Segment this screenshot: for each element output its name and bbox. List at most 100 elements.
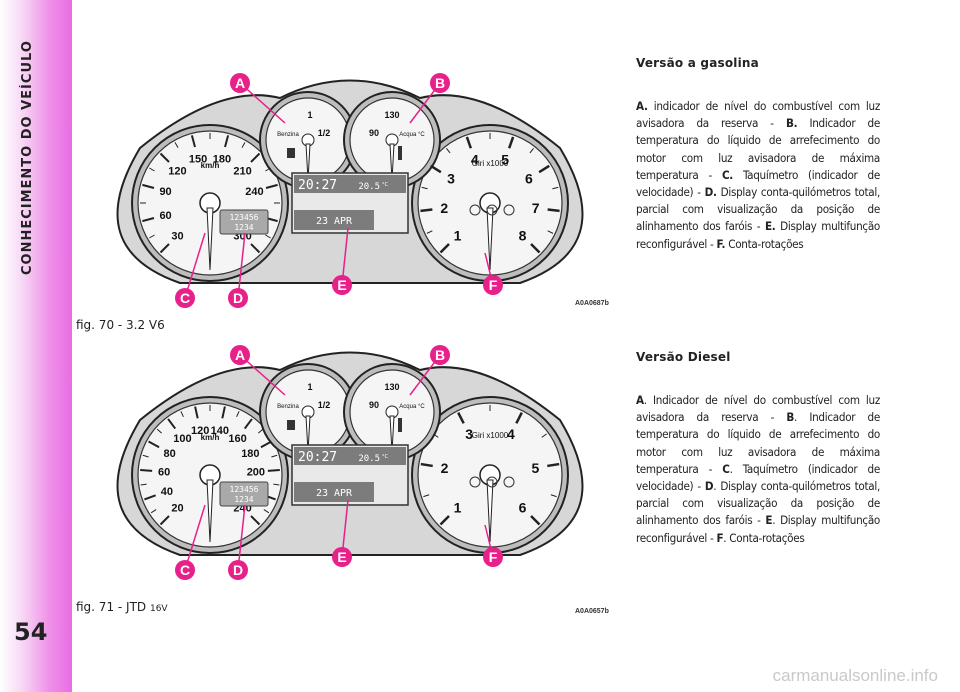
item-text: . Taquímetro (indicador de velocidade) - [636,461,880,494]
display-date: 23 APR [316,488,353,499]
speedometer-tick-label: 100 [173,433,191,445]
speedometer-tick [140,469,153,472]
thermometer-icon [398,146,402,160]
speedometer-tick-label: 60 [159,210,171,222]
text-block-diesel: Versão Diesel A. Indicador de nível do c… [636,350,880,547]
item-text: . Indicador de nível do combustível com … [636,393,880,425]
item-text: . Conta-rotações [723,530,805,545]
speed-unit: km/h [201,161,220,170]
warning-light-icon [469,476,481,488]
item-text: Display multifunção reconfigurável - [636,219,880,251]
caption-small: 16V [149,604,168,614]
speed-unit: km/h [201,433,220,442]
speedometer-tick-label: 200 [247,467,265,479]
rev-unit: Giri x1000 [472,159,509,168]
tachometer-tick [550,494,557,498]
speedometer-tick-label: 150 [189,154,207,166]
odometer-total: 123456 [230,485,259,494]
speedometer-tick [148,440,160,449]
speedometer-tick-label: 180 [213,154,231,166]
speedometer-needle [206,207,214,271]
display-date: 23 APR [316,216,353,227]
speedometer-needle [206,479,214,543]
tachometer-tick [465,136,473,149]
speedometer-tick [174,142,179,148]
tachometer-tick-label: 1 [454,228,462,244]
speedometer-tick [194,406,199,419]
speedometer-tick-label: 180 [241,448,259,460]
fuel-needle [305,143,311,181]
block-title: Versão Diesel [636,350,731,364]
odometer-trip: 1234 [234,223,253,232]
caption-main: fig. 71 - JTD [76,600,150,614]
item-text: Conta-rotações [725,236,804,251]
item-letter: C. [721,167,733,182]
speedometer-tick [265,183,278,189]
speedometer-tick [167,418,177,430]
tachometer-tick [552,186,559,190]
tachometer-tick [420,208,433,213]
tachometer-tick [457,412,465,424]
tachometer-tick [515,412,523,424]
fuel-label: Benzina [277,404,299,410]
tachometer-tick [426,230,433,234]
tachometer-tick-label: 2 [440,200,448,216]
callout-label: C [180,562,190,578]
item-text: . Display conta-quilómetros total, parci… [636,479,880,528]
display-bottom-band [294,210,374,230]
tachometer-tick-label: 3 [465,426,473,442]
tachometer-tick-label: 5 [532,460,540,476]
figure-cluster-petrol: 306090120150180210240270300km/h123456123… [80,58,620,308]
callout-label: E [337,549,346,565]
display-time: 20:27 [298,450,337,465]
temp-mid-label: 90 [369,128,379,138]
speedometer-tick-label: 140 [211,425,229,437]
temp-max-label: 130 [384,110,399,120]
tachometer-tick-label: 4 [471,152,479,168]
callout-label: F [489,277,498,293]
speedometer-tick [263,509,270,514]
text-block-petrol: Versão a gasolina A. indicador de nível … [636,56,880,253]
speedometer-tick-label: 120 [168,165,186,177]
odometer-display [219,481,269,507]
tachometer-needle [486,207,494,271]
item-text: . Indicador de temperatura do líquido de… [636,410,880,476]
speedometer-tick [149,234,155,239]
tachometer-needle [486,479,494,543]
item-letter: A. [636,99,648,113]
temp-needle [389,415,395,453]
speedometer-tick [159,243,170,254]
speedometer-tick [267,469,280,472]
display-temp-unit: °C [382,182,389,188]
speedometer-tick [150,509,157,514]
temp-label: Acqua °C [399,132,425,138]
speedometer-tick [250,515,261,526]
speedometer-tick-label: 80 [164,448,176,460]
tachometer-tick [445,147,451,154]
callout-badge [230,73,250,93]
watermark: carmanualsonline.info [772,666,938,685]
tachometer-tick [547,462,560,468]
tachometer-tick [507,136,515,149]
temp-needle [389,143,395,181]
callout-label: E [337,277,346,293]
fuel-half-label: 1/2 [318,128,331,138]
callout-badge [175,560,195,580]
callout-badge [175,288,195,308]
speedometer-tick [236,411,240,417]
block-body: A. indicador de nível do combustível com… [636,98,880,253]
caption-main: fig. 70 - 3.2 V6 [76,318,165,332]
tachometer-tick-label: 3 [447,171,455,187]
figure-code: A0A0657b [575,608,609,615]
tachometer-tick-label: 1 [454,500,462,516]
temp-max-label: 130 [384,382,399,392]
speedometer-tick-label: 60 [158,467,170,479]
item-letter: B. [785,116,798,131]
item-letter: E [765,513,773,528]
speedometer-tick [250,152,261,163]
speedometer-tick [144,494,157,501]
display-bottom-band [294,482,374,502]
callout-badge [430,345,450,365]
callout-badge [332,547,352,567]
speedometer-tick [180,411,184,417]
